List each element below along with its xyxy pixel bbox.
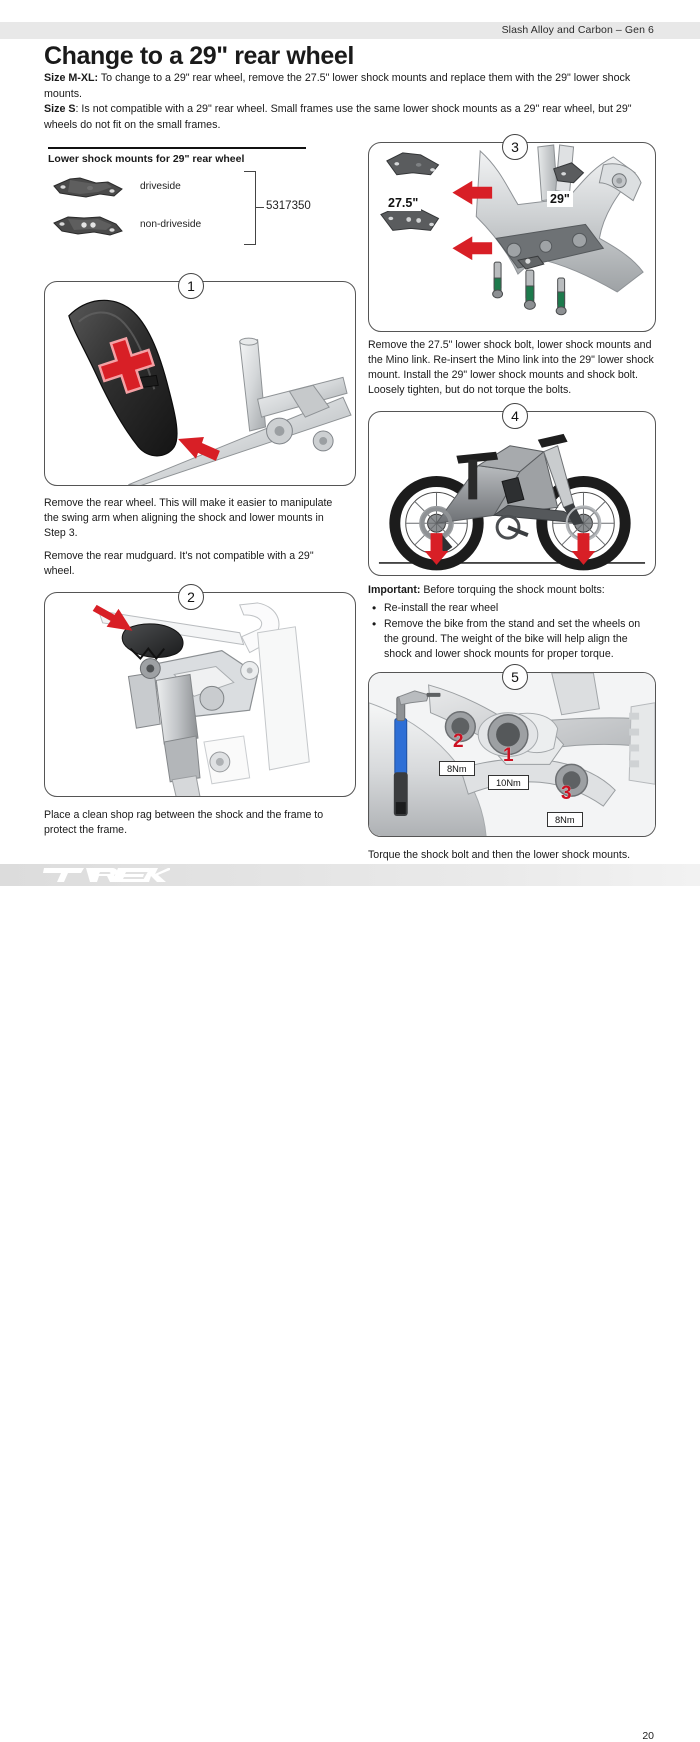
- step-2-drawing: [92, 602, 310, 796]
- important-bullet-list: Re-install the rear wheel Remove the bik…: [368, 600, 656, 662]
- step-4-illustration: [368, 411, 656, 576]
- step-1-illustration: [44, 281, 356, 486]
- part-row-driveside: driveside: [48, 173, 306, 203]
- part-label-non-driveside: non-driveside: [140, 218, 202, 230]
- part-number-tick: [256, 206, 264, 208]
- torque-value-3: 8Nm: [547, 812, 583, 827]
- intro-label-size-s: Size S: [44, 103, 76, 115]
- page-number: 20: [642, 1730, 654, 1742]
- step-3-caption: Remove the 27.5" lower shock bolt, lower…: [368, 339, 654, 397]
- parts-divider: [48, 147, 306, 149]
- parts-body: driveside non-driveside 5317350: [48, 170, 311, 245]
- step-3-drawing: [380, 144, 644, 316]
- page-title: Change to a 29" rear wheel: [44, 42, 354, 70]
- torque-order-2: 2: [453, 731, 464, 752]
- torque-value-2: 8Nm: [439, 761, 475, 776]
- step-5-caption: Torque the shock bolt and then the lower…: [368, 849, 631, 861]
- part-row-non-driveside: non-driveside: [48, 211, 306, 241]
- step-2-caption: Place a clean shop rag between the shock…: [44, 809, 324, 837]
- step-4-drawing: [378, 433, 646, 571]
- important-bullet-2: Remove the bike from the stand and set t…: [368, 616, 656, 662]
- torque-order-1: 1: [503, 745, 514, 766]
- step-badge-5: 5: [502, 664, 528, 690]
- parts-reference-block: Lower shock mounts for 29" rear wheel dr…: [48, 147, 311, 245]
- intro-label-size-m-xl: Size M-XL:: [44, 72, 99, 84]
- important-label: Important:: [368, 584, 421, 596]
- intro-text-size-s: : Is not compatible with a 29" rear whee…: [44, 103, 632, 131]
- footer-band: 20: [0, 864, 700, 1742]
- non-driveside-mount-icon: [53, 215, 123, 236]
- part-number: 5317350: [266, 199, 311, 212]
- parts-title: Lower shock mounts for 29" rear wheel: [48, 152, 245, 165]
- step-badge-1: 1: [178, 273, 204, 299]
- step-1-caption-1: Remove the rear wheel. This will make it…: [44, 497, 333, 540]
- running-head-text: Slash Alloy and Carbon – Gen 6: [501, 24, 654, 36]
- important-bullet-1: Re-install the rear wheel: [368, 600, 656, 617]
- step-5-drawing: [369, 673, 655, 836]
- step-5-illustration: 2 8Nm 1 10Nm 3 8Nm: [368, 672, 656, 837]
- important-line: Important: Before torquing the shock mou…: [368, 583, 656, 598]
- step-4-important-block: Important: Before torquing the shock mou…: [368, 583, 656, 663]
- intro-paragraph-size-s: Size S: Is not compatible with a 29" rea…: [44, 102, 658, 133]
- step-1-drawing: [68, 299, 352, 485]
- step-badge-3: 3: [502, 134, 528, 160]
- label-27-5-inch: 27.5": [385, 195, 422, 211]
- driveside-mount-icon: [53, 176, 123, 198]
- intro-paragraph-size-m-xl: Size M-XL: To change to a 29" rear wheel…: [44, 71, 658, 102]
- step-1-caption-2: Remove the rear mudguard. It's not compa…: [44, 550, 314, 578]
- important-text: Before torquing the shock mount bolts:: [420, 584, 605, 596]
- label-29-inch: 29": [547, 191, 573, 207]
- intro-text-size-m-xl: To change to a 29" rear wheel, remove th…: [44, 72, 631, 100]
- torque-value-1: 10Nm: [488, 775, 529, 790]
- part-number-bracket: [244, 170, 256, 245]
- trek-logo: [43, 868, 170, 882]
- running-head-band: Slash Alloy and Carbon – Gen 6: [0, 22, 700, 39]
- torque-order-3: 3: [561, 783, 572, 804]
- step-badge-2: 2: [178, 584, 204, 610]
- part-label-driveside: driveside: [140, 180, 181, 192]
- step-2-illustration: [44, 592, 356, 797]
- step-badge-4: 4: [502, 403, 528, 429]
- step-3-illustration: 27.5" 29": [368, 142, 656, 332]
